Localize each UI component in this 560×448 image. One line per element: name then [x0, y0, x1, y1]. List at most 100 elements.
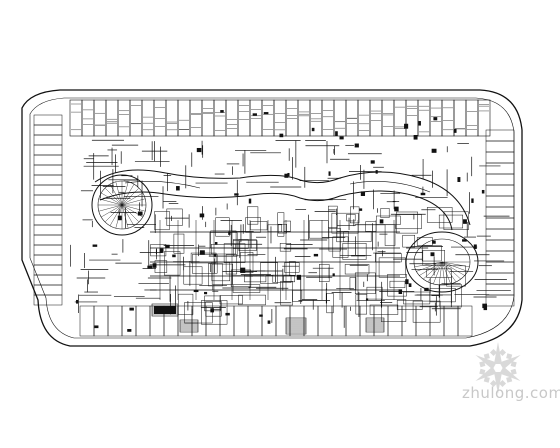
shop-unit [107, 305, 123, 337]
shop-unit [405, 99, 419, 137]
room [283, 275, 295, 283]
equipment-mark [404, 123, 409, 129]
room [319, 264, 330, 282]
equipment-mark [263, 112, 269, 115]
room [309, 220, 329, 239]
shop-unit [485, 195, 515, 208]
equipment-mark [394, 206, 399, 212]
shop-unit [485, 140, 515, 153]
shop-unit [213, 99, 227, 137]
rotunda-spoke [115, 181, 123, 206]
shop-unit [417, 99, 431, 137]
room [277, 223, 287, 234]
logo-petal [475, 366, 497, 383]
shop-unit [81, 99, 95, 137]
equipment-mark [471, 198, 474, 203]
room [369, 304, 399, 315]
shop-unit [177, 99, 191, 137]
room [279, 243, 292, 252]
rotunda-spoke [109, 184, 123, 206]
shop-unit [117, 99, 131, 137]
shop-unit [485, 294, 515, 307]
shop-unit [33, 174, 63, 186]
equipment-mark [279, 133, 284, 138]
room [238, 294, 266, 306]
room [232, 284, 261, 293]
room [412, 300, 441, 323]
rotunda-spoke [423, 261, 443, 280]
room [205, 301, 222, 317]
rotunda-spoke [416, 261, 443, 272]
room [365, 221, 377, 232]
rotunda-spoke [121, 204, 146, 212]
room [422, 250, 445, 266]
equipment-mark [424, 287, 429, 291]
room [225, 254, 238, 275]
rotunda-right [405, 231, 479, 293]
room [328, 228, 341, 252]
building-outline [21, 89, 523, 347]
shop-unit [485, 250, 515, 263]
shop-unit [105, 99, 119, 137]
equipment-mark [339, 136, 344, 140]
room [211, 244, 236, 255]
room [183, 266, 203, 285]
room [387, 274, 407, 297]
room [426, 268, 452, 278]
equipment-mark [220, 110, 224, 113]
shop-unit [33, 244, 63, 256]
equipment-mark [199, 213, 205, 218]
equipment-mark [370, 160, 375, 164]
equipment-mark [159, 248, 164, 253]
rotunda-spoke [121, 184, 135, 206]
equipment-mark [284, 173, 289, 178]
room [219, 295, 243, 305]
shop-unit [33, 224, 63, 236]
rotunda-spoke [441, 261, 446, 285]
room [154, 260, 168, 273]
equipment-mark [359, 208, 363, 211]
equipment-mark [204, 291, 208, 295]
room [260, 262, 278, 284]
equipment-mark [147, 265, 153, 269]
rotunda-spoke [121, 181, 129, 206]
equipment-mark [420, 192, 426, 196]
room [166, 208, 183, 226]
shop-unit [225, 99, 239, 137]
central-corridor [94, 169, 471, 231]
equipment-mark [259, 314, 263, 317]
equipment-mark [137, 211, 143, 216]
room [154, 211, 170, 231]
rotunda-spoke [104, 204, 123, 223]
room [215, 217, 230, 237]
shop-unit [233, 305, 249, 337]
equipment-mark [152, 263, 157, 268]
room [173, 233, 185, 254]
equipment-mark [431, 148, 437, 153]
shop-unit [33, 124, 63, 136]
equipment-mark [240, 267, 246, 273]
room [289, 261, 296, 276]
room-grid [33, 99, 515, 337]
shop-unit [33, 274, 63, 286]
room [201, 300, 228, 325]
equipment-mark [199, 250, 205, 255]
room [446, 265, 466, 287]
equipment-mark [252, 113, 257, 116]
equipment-mark [413, 134, 418, 140]
room [331, 212, 359, 234]
equipment-mark [473, 244, 477, 249]
shop-unit [135, 305, 151, 337]
equipment-mark [408, 283, 412, 287]
solid-block [154, 306, 176, 314]
room [211, 263, 233, 285]
shop-unit [477, 99, 491, 137]
equipment-mark [453, 128, 457, 133]
logo-petal [489, 372, 507, 394]
shop-unit [333, 99, 347, 137]
stair-block [365, 317, 385, 333]
equipment-mark [225, 312, 230, 316]
shop-unit [93, 305, 109, 337]
room [272, 274, 292, 283]
